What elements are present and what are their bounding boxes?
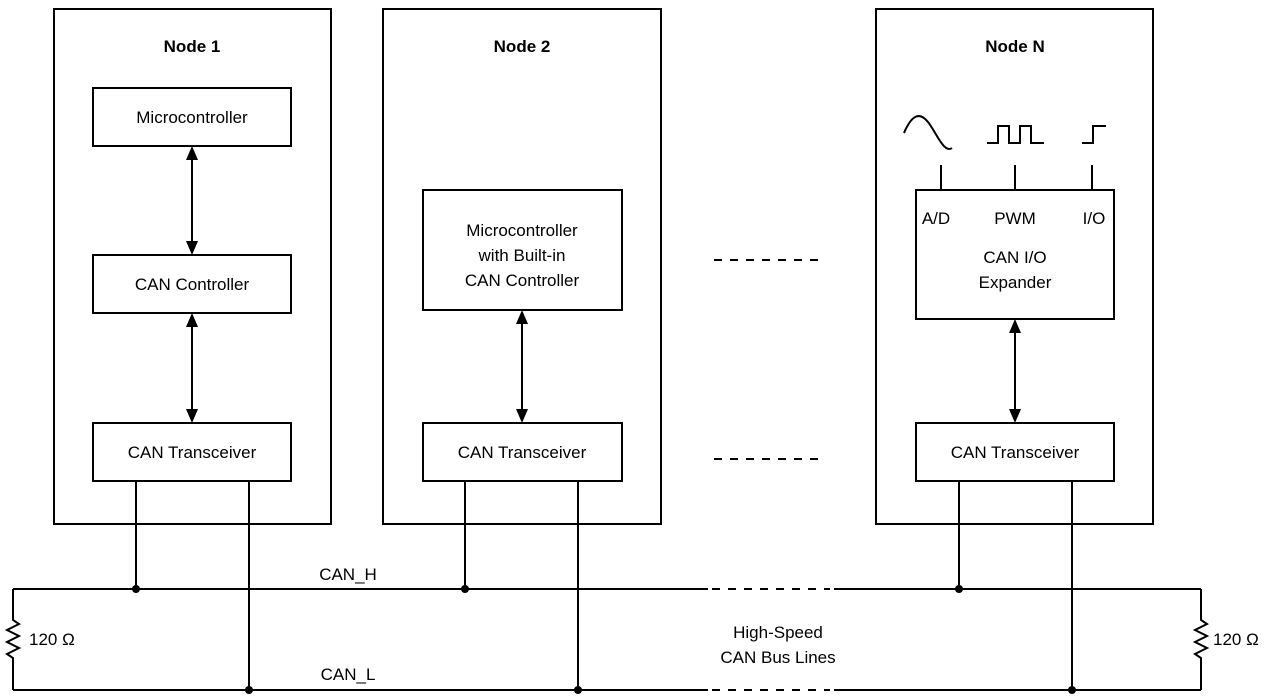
junction-dot: [461, 585, 469, 593]
node-n-expander-box: [915, 189, 1115, 320]
node-2: Node 2 Microcontroller with Built-in CAN…: [382, 8, 662, 525]
node-1-controller-transceiver-arrow: [186, 313, 198, 423]
node-n-transceiver-label: CAN Transceiver: [951, 443, 1080, 462]
node-1-mcu-controller-arrow: [186, 146, 198, 255]
expander-line-1: CAN I/O: [983, 248, 1046, 267]
node-1-transceiver-box: [92, 422, 292, 482]
right-resistor-icon: [1192, 589, 1210, 690]
node-2-mcu-box: [422, 189, 623, 311]
node-2-mcu-line-3: CAN Controller: [465, 271, 580, 290]
sine-wave-icon: [903, 115, 953, 151]
node-1-microcontroller-box: [92, 87, 292, 147]
node-1-transceiver-label: CAN Transceiver: [128, 443, 257, 462]
port-io-label: I/O: [1083, 209, 1106, 228]
left-termination-label: 120 Ω: [29, 630, 75, 649]
junction-dot: [574, 686, 582, 694]
node-1-title: Node 1: [164, 37, 221, 56]
step-signal-icon: [1082, 125, 1106, 144]
bus-caption-line-1: High-Speed: [733, 623, 823, 642]
bus-caption-line-2: CAN Bus Lines: [720, 648, 835, 667]
junction-dot: [245, 686, 253, 694]
node-2-mcu-line-1: Microcontroller: [466, 221, 578, 240]
node-1-microcontroller-label: Microcontroller: [136, 108, 248, 127]
can-l-label: CAN_L: [321, 665, 376, 684]
node-2-transceiver-box: [422, 422, 623, 482]
right-termination-label: 120 Ω: [1213, 630, 1259, 649]
expander-line-2: Expander: [979, 273, 1052, 292]
junction-dot: [132, 585, 140, 593]
left-resistor-icon: [4, 589, 22, 690]
node-2-mcu-transceiver-arrow: [516, 310, 528, 423]
junction-dot: [955, 585, 963, 593]
node-n-title: Node N: [985, 37, 1045, 56]
port-ad-label: A/D: [922, 209, 950, 228]
node-1-can-controller-label: CAN Controller: [135, 275, 250, 294]
node-1: Node 1 Microcontroller CAN Controller CA…: [53, 8, 332, 525]
port-pwm-label: PWM: [994, 209, 1036, 228]
transceiver-drop-lines: [135, 481, 1073, 690]
node-n: Node N A/D PWM I/O CAN I/O Expander CAN …: [875, 8, 1154, 525]
node-n-transceiver-box: [915, 422, 1115, 482]
pwm-wave-icon: [987, 125, 1044, 144]
junction-dot: [1068, 686, 1076, 694]
can-h-label: CAN_H: [319, 565, 377, 584]
node-2-mcu-line-2: with Built-in: [478, 246, 566, 265]
node-n-expander-transceiver-arrow: [1009, 319, 1021, 423]
node-2-transceiver-label: CAN Transceiver: [458, 443, 587, 462]
node-2-title: Node 2: [494, 37, 551, 56]
